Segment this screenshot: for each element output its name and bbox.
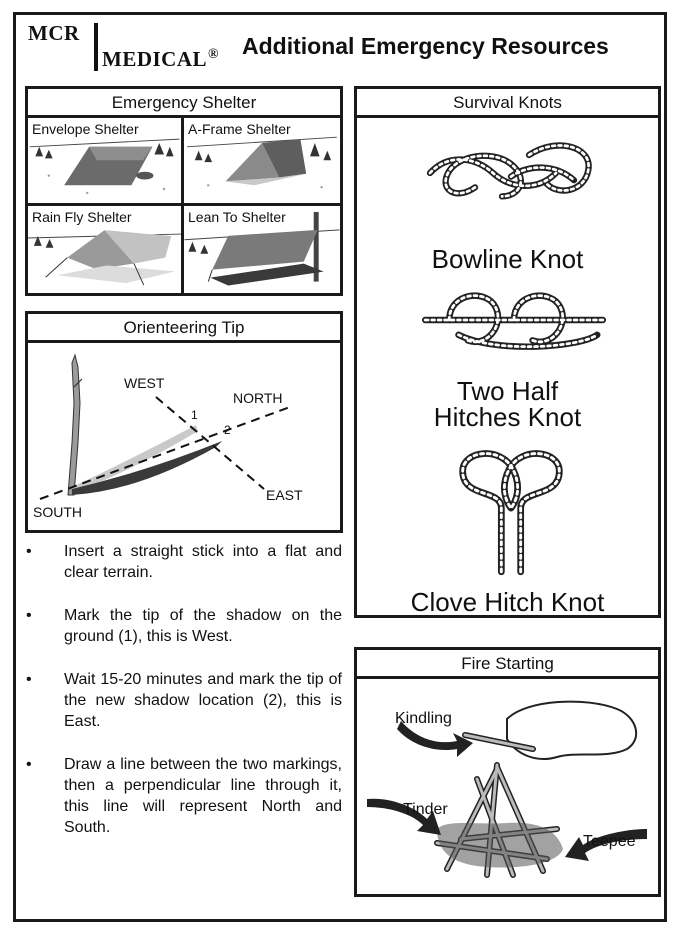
knot-name: Clove Hitch Knot	[357, 589, 658, 615]
knot-name: Bowline Knot	[357, 246, 658, 272]
knot-name: Two Half Hitches Knot	[357, 378, 658, 430]
rain-fly-shelter-illustration	[28, 229, 181, 285]
knot-name-line: Hitches Knot	[433, 402, 582, 432]
bullet-marker: •	[26, 543, 32, 560]
teepee-label: Teepee	[583, 833, 636, 850]
envelope-shelter-illustration	[29, 138, 180, 195]
orienteering-figure: WEST NORTH EAST SOUTH 1 2	[28, 343, 340, 530]
knot-name-line: Clove Hitch Knot	[410, 587, 605, 617]
bullet-marker: •	[26, 756, 32, 773]
logo-top-text: MCR	[28, 21, 80, 45]
shelter-a-frame: A-Frame Shelter	[184, 118, 340, 206]
shelter-label: Lean To Shelter	[188, 208, 286, 225]
shadow-mark-2: 2	[224, 423, 231, 437]
tinder-label: Tinder	[403, 801, 448, 818]
shadow-mark-1: 1	[191, 408, 198, 422]
bowline-knot-illustration	[426, 142, 592, 200]
knot-name-line: Two Half	[456, 376, 559, 406]
fire-starting-panel: Fire Starting	[354, 647, 661, 897]
shelter-envelope: Envelope Shelter	[28, 118, 184, 206]
shelter-grid: Envelope Shelter A-Frame Shelter	[28, 118, 340, 293]
a-frame-shelter-illustration	[187, 136, 337, 189]
step-text: Insert a straight stick into a flat and …	[64, 543, 342, 581]
shadow-stick-diagram	[39, 353, 291, 500]
step-text: Wait 15-20 minutes and mark the tip of t…	[64, 671, 342, 730]
lean-to-shelter-illustration	[184, 211, 340, 286]
compass-north-label: NORTH	[233, 390, 283, 406]
emergency-shelter-heading: Emergency Shelter	[28, 89, 340, 118]
survival-knots-heading: Survival Knots	[357, 89, 658, 118]
fire-starting-heading: Fire Starting	[357, 650, 658, 679]
shelter-label: Envelope Shelter	[32, 121, 139, 137]
step-item: • Wait 15-20 minutes and mark the tip of …	[16, 669, 342, 732]
shelter-label: A-Frame Shelter	[188, 121, 291, 137]
resource-sheet: MCR MEDICAL® Additional Emergency Resour…	[13, 12, 667, 922]
step-text: Mark the tip of the shadow on the ground…	[64, 607, 342, 645]
teepee-fire-illustration	[367, 700, 647, 878]
step-item: • Insert a straight stick into a flat and…	[16, 541, 342, 583]
shelter-label: Rain Fly Shelter	[32, 208, 132, 225]
survival-knots-panel: Survival Knots Bowline Knot	[354, 86, 661, 618]
header: MCR MEDICAL® Additional Emergency Resour…	[16, 15, 664, 81]
compass-south-label: SOUTH	[33, 504, 82, 520]
orienteering-steps: • Insert a straight stick into a flat and…	[16, 541, 342, 860]
shelter-lean-to: Lean To Shelter	[184, 206, 340, 294]
logo-name: MEDICAL	[102, 47, 208, 71]
kindling-label: Kindling	[395, 710, 452, 727]
compass-east-label: EAST	[266, 487, 303, 503]
two-half-hitches-illustration	[421, 292, 607, 350]
step-item: • Draw a line between the two markings, t…	[16, 754, 342, 838]
logo-bottom-text: MEDICAL®	[102, 47, 219, 72]
page-title: Additional Emergency Resources	[242, 33, 609, 59]
registered-mark: ®	[208, 47, 219, 62]
emergency-shelter-panel: Emergency Shelter Envelope Shelter A-Fra…	[25, 86, 343, 296]
compass-west-label: WEST	[124, 375, 165, 391]
step-text: Draw a line between the two markings, th…	[64, 756, 342, 836]
orienteering-heading: Orienteering Tip	[28, 314, 340, 343]
orienteering-panel: Orienteering Tip WEST NORTH EAST SOUTH 1…	[25, 311, 343, 533]
clove-hitch-illustration	[459, 450, 563, 576]
bullet-marker: •	[26, 607, 32, 624]
step-item: • Mark the tip of the shadow on the groun…	[16, 605, 342, 647]
knot-name-line: Bowline Knot	[431, 244, 584, 274]
logo-divider	[94, 23, 98, 71]
bullet-marker: •	[26, 671, 32, 688]
shelter-rain-fly: Rain Fly Shelter	[28, 205, 184, 293]
